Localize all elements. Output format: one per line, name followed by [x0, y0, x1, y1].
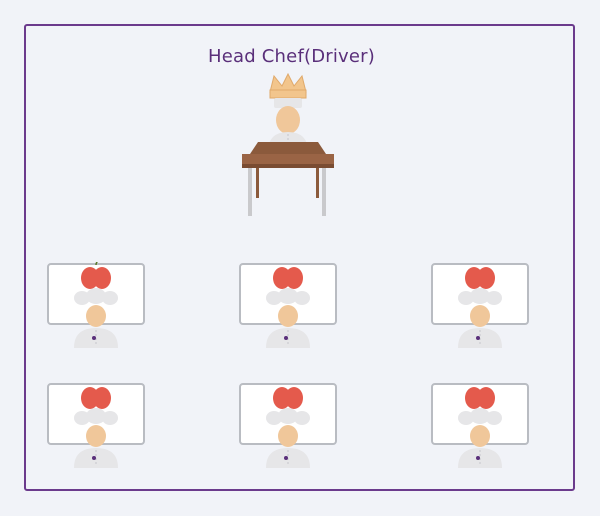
chef-with-apple-icon — [239, 263, 337, 348]
worker-chef-node — [430, 262, 530, 352]
worker-chef-node — [238, 262, 338, 352]
worker-chef-node — [430, 382, 530, 472]
worker-chef-node — [46, 262, 146, 352]
crowned-chef-at-desk-icon — [242, 72, 334, 216]
chef-with-apple-icon — [431, 383, 529, 468]
diagram-frame — [24, 24, 575, 491]
worker-chef-node — [46, 382, 146, 472]
worker-chef-node — [238, 382, 338, 472]
head-chef-node — [238, 72, 338, 222]
chef-with-apple-icon — [239, 383, 337, 468]
chef-with-apple-icon — [47, 262, 145, 348]
chef-with-apple-icon — [431, 263, 529, 348]
chef-with-apple-icon — [47, 383, 145, 468]
diagram-title: Head Chef(Driver) — [208, 46, 376, 67]
